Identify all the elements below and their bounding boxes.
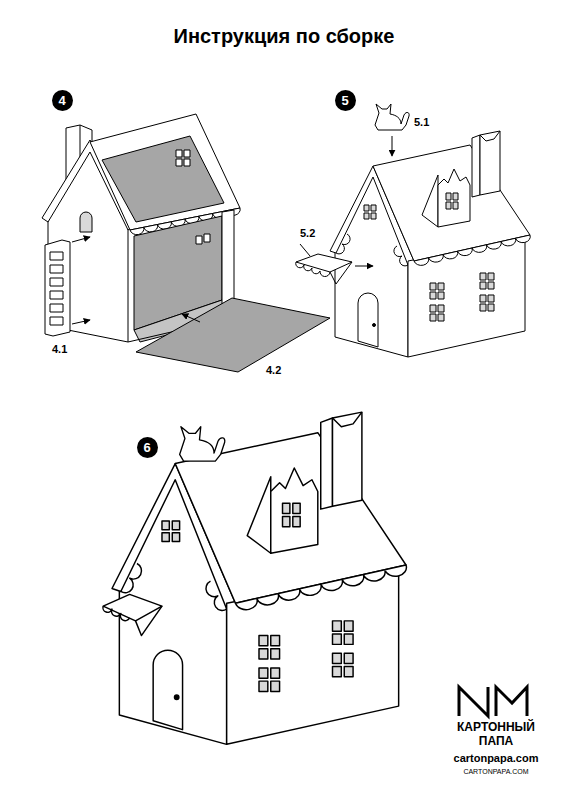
step-4-house-part: [72, 237, 90, 242]
step-number-circle: 5: [335, 90, 356, 111]
step-4-house-part: [176, 159, 182, 166]
step-5-house-part: [300, 244, 310, 256]
step-number: 4: [58, 94, 65, 107]
step-4-house-part: [184, 150, 190, 157]
callout-number: 4.2: [266, 364, 281, 377]
step-5-house-part: [330, 131, 530, 357]
step-6-house-part: [103, 594, 162, 620]
callout-number: 4.1: [52, 343, 67, 356]
step-6-house-part: [180, 427, 225, 461]
step-5-house-part: [375, 104, 409, 130]
brand-name: КАРТОННЫЙ ПАПА: [446, 721, 546, 749]
step-6-house-part: [136, 606, 162, 635]
step-5-house-part: [355, 266, 373, 267]
step-number-circle: 4: [52, 90, 73, 111]
brand-website-small: CARTONPAPA.COM: [446, 768, 546, 776]
step-number: 6: [143, 441, 150, 454]
callout-number: 5.1: [414, 116, 429, 129]
step-4-house-part: [196, 236, 202, 244]
page-title: Инструкция по сборке: [0, 25, 568, 48]
callout-number: 5.2: [300, 227, 315, 240]
step-5-house-part: [392, 136, 393, 156]
step-6-house-part: [112, 412, 406, 744]
step-4-house-part: [182, 314, 200, 322]
step-6-house-part: [103, 606, 130, 620]
step-4-house-part-part: [50, 278, 63, 286]
step-number-circle: 6: [137, 437, 158, 458]
step-4-house-part: [80, 212, 92, 232]
brand-website: cartonpapa.com: [446, 752, 546, 765]
step-4-house: [42, 114, 330, 372]
step-4-house-part: [50, 252, 63, 325]
step-4-house-part: [45, 240, 70, 336]
step-4-house-part: [204, 234, 210, 242]
step-number: 5: [341, 94, 348, 107]
step-5-house: [296, 104, 531, 357]
step-5-house-part: [330, 262, 352, 284]
step-4-house-part-part: [50, 291, 63, 299]
step-4-house-part: [176, 150, 182, 157]
step-4-house-part: [136, 298, 330, 372]
brand-logo-part: [496, 687, 527, 716]
step-4-house-part: [184, 159, 190, 166]
step-4-house-part-part: [50, 317, 63, 325]
step-6-house: [103, 412, 406, 744]
step-4-house-part-part: [50, 252, 63, 260]
step-5-house-part: [296, 262, 330, 277]
step-4-house-part: [102, 136, 224, 222]
brand-logo-part: [459, 687, 488, 716]
step-4-house-part-part: [50, 304, 63, 312]
step-4-house-part-part: [50, 265, 63, 273]
brand-logo: [459, 687, 527, 716]
step-4-house-part: [72, 320, 90, 324]
